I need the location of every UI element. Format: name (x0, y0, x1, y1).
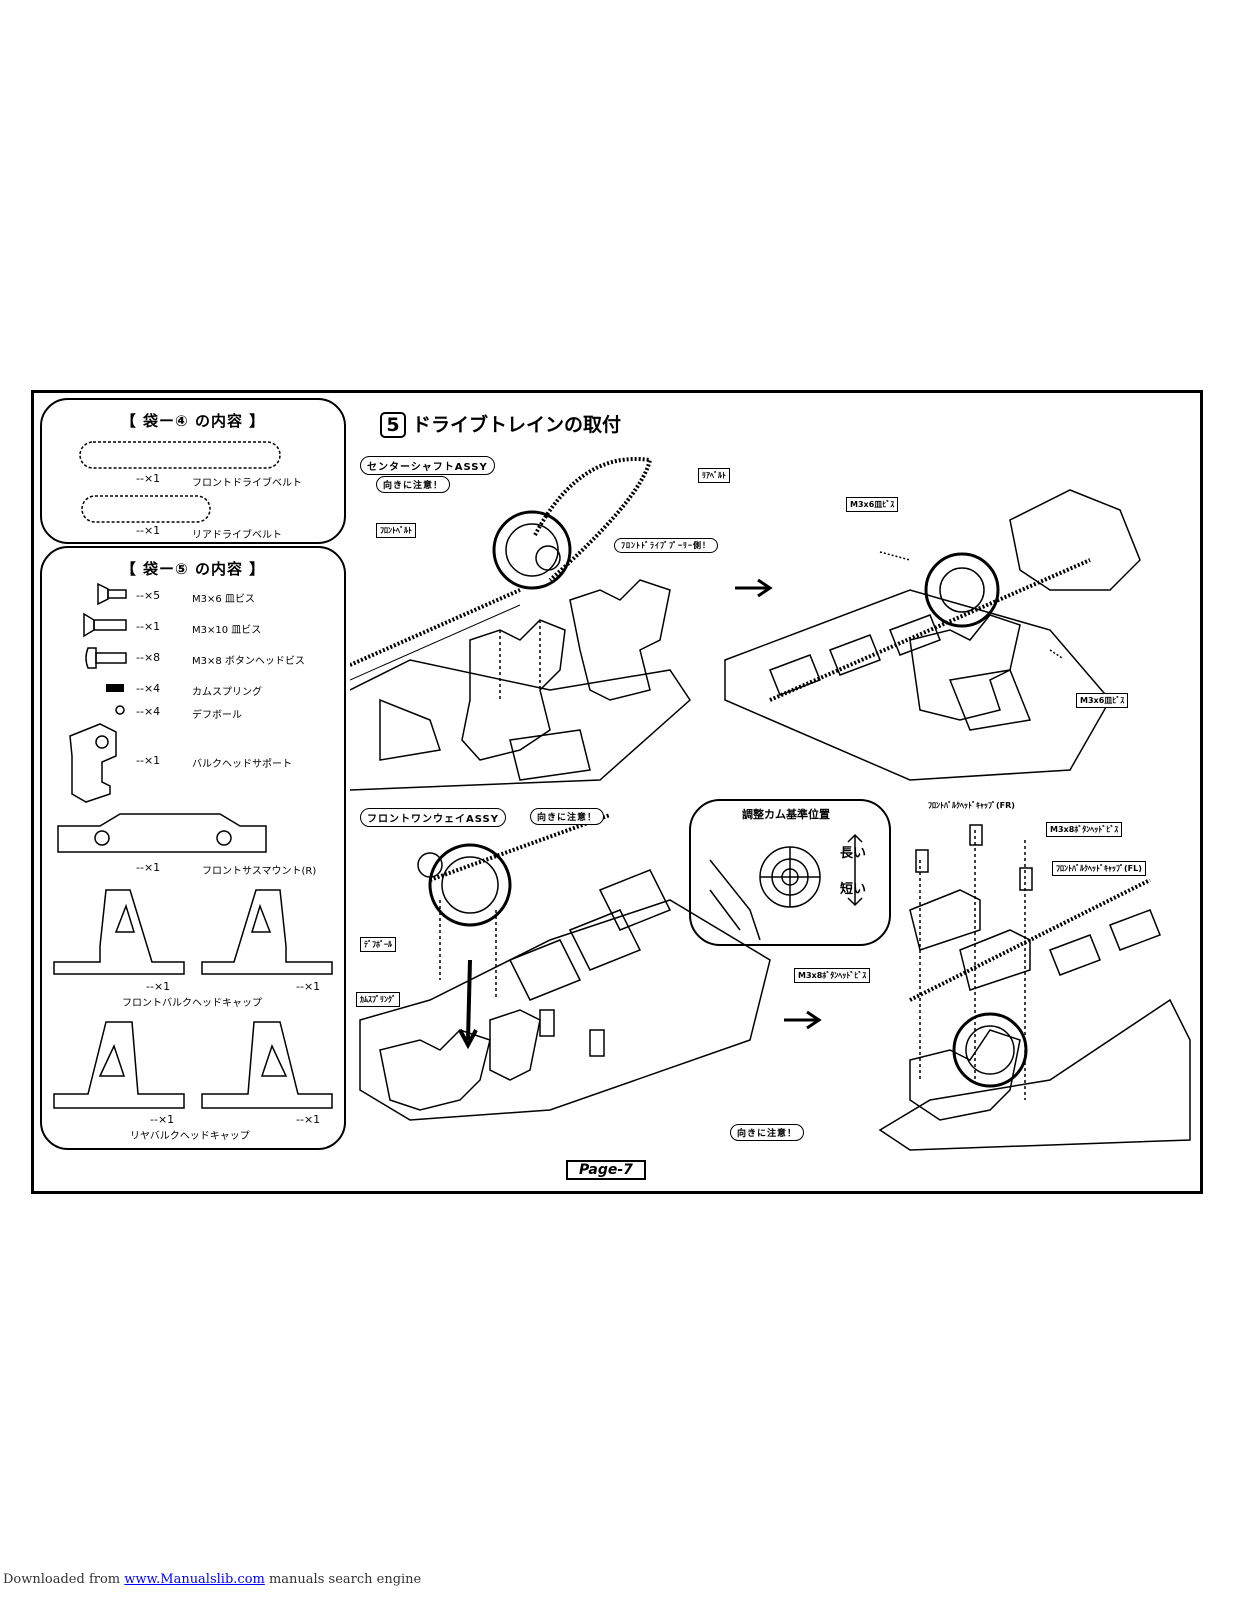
front-bulkhead-right-qty: --×1 (296, 980, 321, 993)
bag4-panel: 【 袋ー④ の内容 】 (40, 398, 346, 544)
cam-long-label: 長い (840, 846, 867, 861)
front-sus-mount-image (57, 813, 267, 853)
rear-belt-image (81, 495, 211, 523)
m3x10-screw-image (83, 612, 127, 638)
m3x10-qty: --×1 (136, 620, 161, 633)
step-number: 5 (380, 412, 406, 438)
front-bulkhead-left-qty: --×1 (146, 980, 171, 993)
cap-fr-label: ﾌﾛﾝﾄﾊﾞﾙｸﾍｯﾄﾞｷｬｯﾌﾟ(FR) (928, 801, 1015, 810)
m3x6-screw-top-tag: M3x6皿ﾋﾞｽ (846, 497, 899, 512)
bag4-parts-illustration (79, 441, 281, 523)
cap-fl-tag: ﾌﾛﾝﾄﾊﾞﾙｸﾍｯﾄﾞｷｬｯﾌﾟ(FL) (1052, 861, 1146, 876)
m3x8-button-screw-image (85, 647, 127, 669)
front-oneway-assy-label: フロントワンウェイASSY (360, 808, 506, 827)
bag5-panel: 【 袋ー⑤ の内容 】 (40, 546, 346, 1150)
front-bulkhead-name: フロントバルクヘッドキャップ (122, 998, 262, 1009)
rear-bulkhead-left-qty: --×1 (150, 1113, 175, 1126)
top-caution-label: 向きに注意！ (376, 476, 451, 493)
m3x8-qty: --×8 (136, 651, 161, 664)
footer-suffix: manuals search engine (268, 1572, 422, 1587)
bag5-title: 【 袋ー⑤ の内容 】 (120, 560, 266, 578)
m3x6-screw-bottom-tag: M3x6皿ﾋﾞｽ (1076, 693, 1129, 708)
cam-position-title: 調整カム基準位置 (742, 808, 830, 821)
button-screw-mid-tag: M3x8ﾎﾞﾀﾝﾍｯﾄﾞﾋﾞｽ (794, 968, 871, 983)
button-screw-top-tag: M3x8ﾎﾞﾀﾝﾍｯﾄﾞﾋﾞｽ (1046, 822, 1123, 837)
bag5-parts-illustration (53, 582, 333, 1109)
step-heading: 5 ドライブトレインの取付 (380, 410, 621, 438)
rear-belt-tag: ﾘｱﾍﾞﾙﾄ (698, 468, 730, 483)
bulkhead-support-name: バルクヘッドサポート (192, 759, 292, 770)
manualslib-link[interactable]: www.Manualslib.com (124, 1572, 265, 1587)
front-bulkhead-cap-right-image (201, 889, 333, 975)
rear-bulkhead-cap-left-image (53, 1021, 185, 1109)
download-footer: Downloaded from www.Manualslib.com manua… (3, 1572, 421, 1587)
front-belt-qty: --×1 (136, 472, 161, 485)
bulkhead-support-qty: --×1 (136, 754, 161, 767)
m3x6-qty: --×5 (136, 589, 161, 602)
bottom-caution-bottom-label: 向きに注意！ (730, 1124, 805, 1141)
diff-ball-name: デフボール (192, 710, 242, 721)
m3x6-name: M3×6 皿ビス (192, 594, 255, 605)
footer-prefix: Downloaded from (3, 1572, 121, 1587)
rear-bulkhead-right-qty: --×1 (296, 1113, 321, 1126)
front-sus-mount-qty: --×1 (136, 861, 161, 874)
front-belt-name: フロントドライブベルト (192, 478, 302, 489)
m3x8-name: M3×8 ボタンヘッドビス (192, 656, 305, 667)
assembly-illustration (350, 457, 1191, 1151)
cam-spring-image (106, 684, 124, 692)
step-title: ドライブトレインの取付 (412, 414, 622, 436)
front-belt-tag: ﾌﾛﾝﾄﾍﾞﾙﾄ (376, 523, 416, 538)
rear-belt-name: リアドライブベルト (192, 530, 282, 541)
rear-bulkhead-cap-right-image (201, 1021, 333, 1109)
diff-ball-tag: ﾃﾞﾌﾎﾞｰﾙ (360, 937, 396, 952)
m3x10-name: M3×10 皿ビス (192, 625, 262, 636)
cam-short-label: 短い (840, 882, 867, 897)
bulkhead-support-image (69, 723, 117, 803)
front-belt-image (79, 441, 281, 469)
rear-bulkhead-name: リヤバルクヘッドキャップ (130, 1131, 250, 1142)
front-pulley-tag: ﾌﾛﾝﾄﾄﾞﾗｲﾌﾞﾌﾟｰﾘｰ側！ (614, 538, 718, 553)
bag4-title: 【 袋ー④ の内容 】 (120, 412, 266, 430)
front-bulkhead-cap-left-image (53, 889, 185, 975)
bottom-caution-top-label: 向きに注意！ (530, 808, 605, 825)
page-number: Page-7 (566, 1160, 646, 1180)
cam-spring-qty: --×4 (136, 682, 161, 695)
cam-spring-tag: ｶﾑｽﾌﾟﾘﾝｸﾞ (356, 992, 400, 1007)
page-frame (31, 390, 1203, 1194)
cam-spring-name: カムスプリング (192, 687, 262, 698)
diff-ball-image (115, 705, 125, 715)
front-sus-mount-name: フロントサスマウント(R) (202, 866, 317, 877)
m3x6-screw-image (97, 582, 127, 606)
center-shaft-assy-label: センターシャフトASSY (360, 456, 495, 475)
rear-belt-qty: --×1 (136, 524, 161, 537)
diff-ball-qty: --×4 (136, 705, 161, 718)
